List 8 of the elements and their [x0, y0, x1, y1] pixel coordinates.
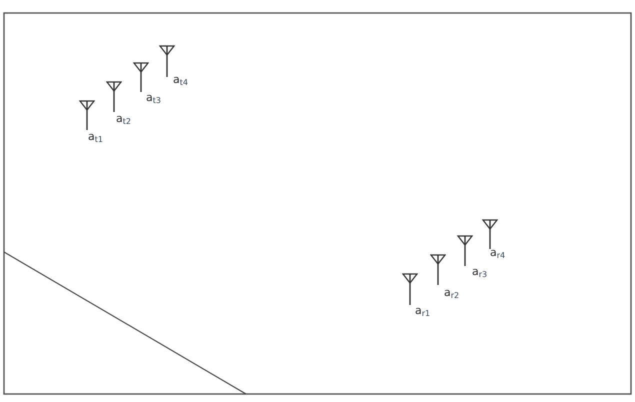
antenna-label: a$_{r4}$	[490, 247, 506, 259]
antenna-label: a$_{t4}$	[173, 74, 188, 86]
antenna-label: a$_{r2}$	[444, 287, 460, 299]
antenna-label: a$_{t1}$	[88, 131, 103, 143]
antenna-label: a$_{r3}$	[472, 266, 488, 278]
antenna-label: a$_{t2}$	[116, 113, 131, 125]
antenna-label: a$_{t3}$	[146, 92, 161, 104]
antenna-label: a$_{r1}$	[415, 305, 430, 317]
